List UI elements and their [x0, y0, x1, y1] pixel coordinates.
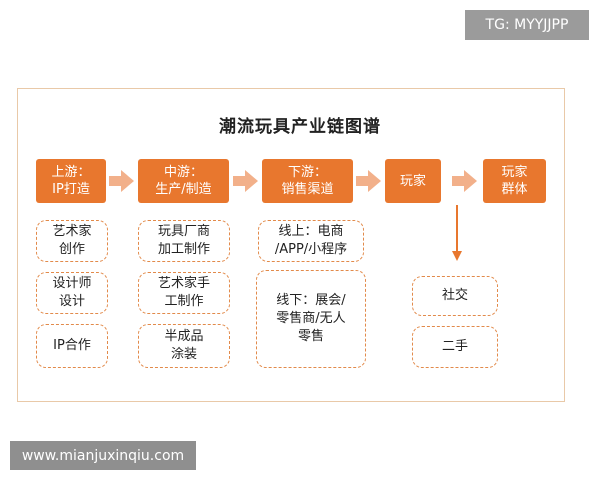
- watermark-bottom: www.mianjuxinqiu.com: [10, 441, 196, 470]
- diagram-title: 潮流玩具产业链图谱: [219, 117, 381, 137]
- upstream-item: 艺术家 创作: [36, 220, 108, 262]
- stage-downstream: 下游： 销售渠道: [262, 159, 353, 203]
- midstream-item: 玩具厂商 加工制作: [138, 220, 230, 262]
- arrow-right-icon: [452, 170, 477, 192]
- arrow-down-icon: [452, 205, 462, 261]
- arrow-right-icon: [109, 170, 134, 192]
- stage-midstream: 中游： 生产/制造: [138, 159, 229, 203]
- upstream-item: IP合作: [36, 324, 108, 368]
- stage-player: 玩家: [385, 159, 441, 203]
- stage-upstream: 上游： IP打造: [36, 159, 106, 203]
- arrow-right-icon: [356, 170, 381, 192]
- downstream-item: 线下：展会/ 零售商/无人 零售: [256, 270, 366, 368]
- stage-player-group: 玩家 群体: [483, 159, 546, 203]
- upstream-item: 设计师 设计: [36, 272, 108, 314]
- player-item: 二手: [412, 326, 498, 368]
- downstream-item: 线上：电商 /APP/小程序: [258, 220, 364, 262]
- midstream-item: 半成品 涂装: [138, 324, 230, 368]
- watermark-top: TG: MYYJJPP: [465, 10, 589, 40]
- player-item: 社交: [412, 276, 498, 316]
- arrow-right-icon: [233, 170, 258, 192]
- midstream-item: 艺术家手 工制作: [138, 272, 230, 314]
